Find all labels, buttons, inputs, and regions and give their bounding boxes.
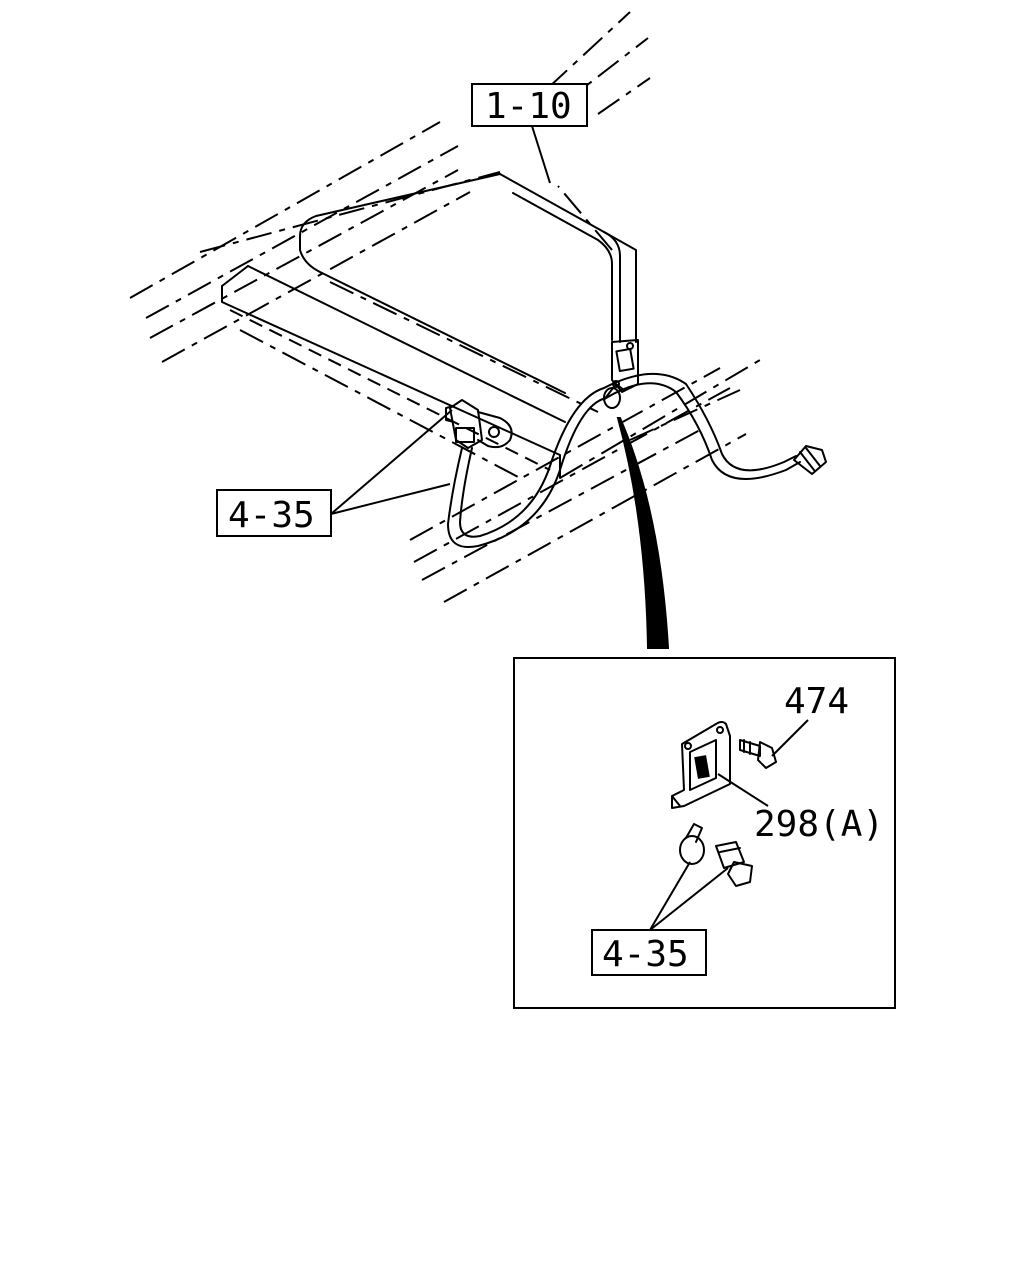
clip-part [679,823,753,887]
wiring-harness [445,373,827,548]
label-ref-bolt: 474 [784,681,849,722]
detail-arrow [616,417,670,649]
bolt-part [739,719,809,769]
detail-inset: 474 298(A) 4-35 [513,657,896,1009]
label-ref-clip-detail: 4-35 [602,934,689,975]
label-ref-clip-main: 4-35 [228,495,315,536]
label-ref-bracket: 298(A) [754,804,884,845]
callout-ref-clip-main: 4-35 [216,409,453,537]
chassis-frame [129,11,761,603]
callout-ref-frame: 1-10 [471,83,588,184]
label-ref-frame: 1-10 [485,86,572,127]
bracket-part [671,721,731,809]
